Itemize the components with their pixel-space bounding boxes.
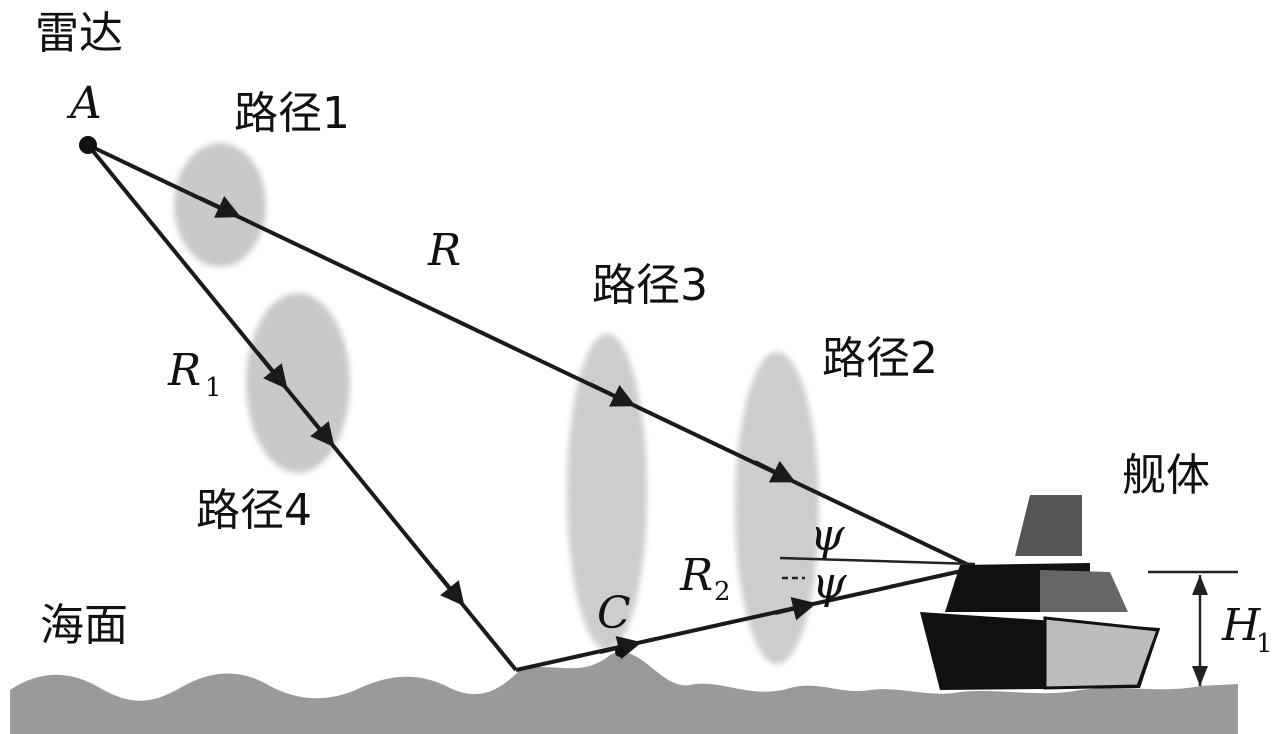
- ship-mast: [1015, 495, 1082, 556]
- angle-lower-label: ψ: [812, 558, 847, 609]
- arrow-r1-3: [433, 568, 465, 607]
- path2-label: 路径2: [822, 333, 938, 384]
- arrow-r1-1: [256, 351, 288, 390]
- horizontal-reference-line: [779, 556, 976, 566]
- arrow-r-3: [754, 460, 796, 483]
- height-label: H: [1221, 600, 1262, 651]
- range-r1-subscript: 1: [205, 373, 222, 403]
- path1-label: 路径1: [234, 88, 350, 139]
- sea-label: 海面: [40, 600, 128, 651]
- range-r2-subscript: 2: [714, 577, 731, 607]
- radar-label: 雷达: [35, 8, 123, 59]
- height-arrow-top: [1192, 575, 1208, 595]
- range-r2-label: R: [679, 550, 713, 601]
- range-r-label: R: [427, 225, 461, 276]
- ship-hull-light: [1043, 616, 1161, 690]
- arrow-r2-2: [774, 597, 817, 621]
- arrow-r-2: [589, 382, 636, 407]
- path4-label: 路径4: [196, 485, 312, 536]
- height-subscript: 1: [1256, 629, 1273, 659]
- path3-label: 路径3: [592, 260, 708, 311]
- arrow-r-1: [199, 196, 241, 218]
- path1-cloud: [174, 143, 266, 267]
- ship-cabin: [1040, 570, 1128, 612]
- path3-cloud: [567, 334, 647, 650]
- ship: [920, 495, 1161, 690]
- angle-upper-label: ψ: [810, 510, 845, 561]
- ship-label: 舰体: [1122, 450, 1210, 501]
- arrow-r2-1: [599, 636, 642, 660]
- range-r1-label: R: [167, 345, 201, 396]
- ray-r2-reflected: [515, 566, 976, 672]
- radar-point: [79, 136, 97, 154]
- height-arrow-bottom: [1192, 666, 1208, 686]
- point-a-label: A: [66, 78, 102, 129]
- arrow-r1-2: [303, 409, 335, 448]
- point-c-label: C: [597, 588, 631, 639]
- reflection-point-c: [615, 647, 625, 657]
- sea-surface: [10, 652, 1238, 734]
- path2-cloud: [735, 352, 819, 664]
